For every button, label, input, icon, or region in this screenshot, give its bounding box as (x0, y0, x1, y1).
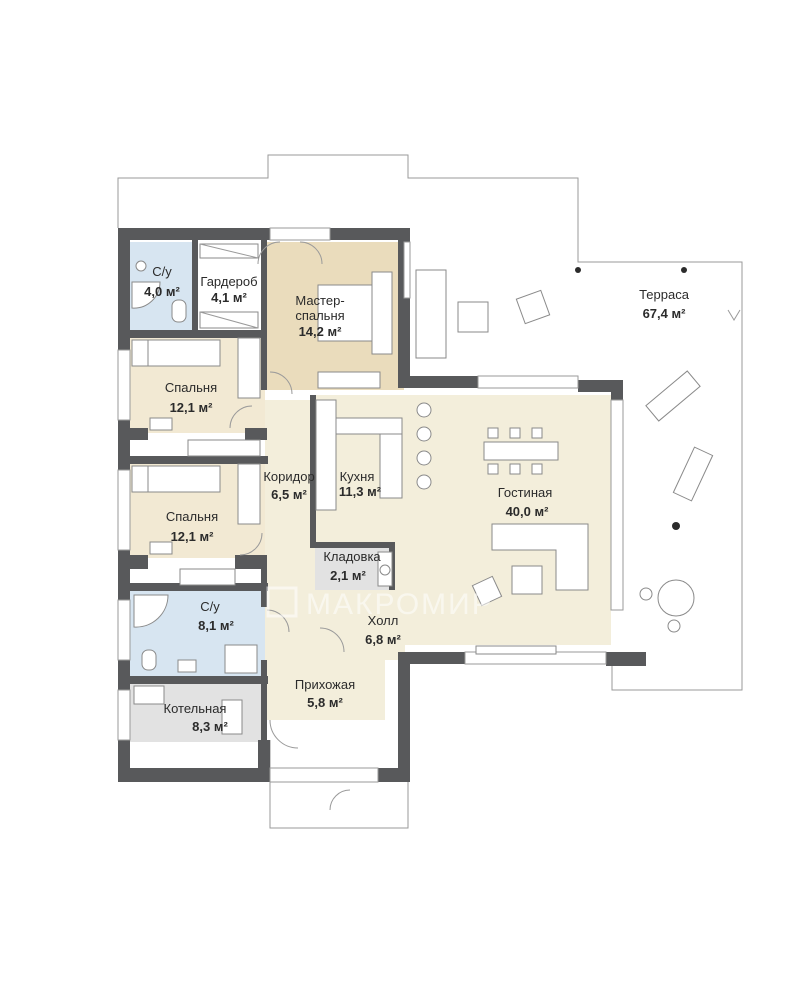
kitchen-area: 11,3 м² (339, 484, 382, 499)
wc1-area: 4,0 м² (144, 284, 180, 299)
entrance-area: 5,8 м² (307, 695, 343, 710)
wc2-label: С/у (200, 599, 220, 614)
bedroom1-area: 12,1 м² (170, 400, 214, 415)
watermark: МАКРОМИР (266, 586, 494, 621)
kitchen-label: Кухня (340, 469, 375, 484)
corridor-area: 6,5 м² (271, 487, 307, 502)
door-swings (229, 241, 741, 811)
boiler-label: Котельная (164, 701, 227, 716)
bedroom2-label: Спальня (166, 509, 218, 524)
windows (117, 227, 624, 783)
pantry-area: 2,1 м² (330, 568, 366, 583)
wardrobe-area: 4,1 м² (211, 290, 247, 305)
hall-label: Холл (368, 613, 399, 628)
terrace-outline (117, 154, 743, 829)
terrace-label: Терраса (639, 287, 690, 302)
hall-area: 6,8 м² (365, 632, 401, 647)
wc1-label: С/у (152, 264, 172, 279)
master-label-line1: Мастер- (295, 293, 344, 308)
bedroom1-label: Спальня (165, 380, 217, 395)
living-label: Гостиная (498, 485, 553, 500)
room-labels: С/у 4,0 м² Гардероб 4,1 м² Мастер- спаль… (144, 264, 690, 734)
wardrobe-label: Гардероб (200, 274, 257, 289)
watermark-logo (266, 586, 298, 618)
furniture (131, 243, 714, 735)
boiler-area: 8,3 м² (192, 719, 228, 734)
watermark-text: МАКРОМИР (306, 588, 494, 621)
bedroom2-area: 12,1 м² (171, 529, 215, 544)
corridor-label: Коридор (263, 469, 314, 484)
master-area: 14,2 м² (299, 324, 343, 339)
living-area: 40,0 м² (506, 504, 550, 519)
terrace-area: 67,4 м² (643, 306, 687, 321)
hall-floor (265, 600, 405, 660)
entrance-label: Прихожая (295, 677, 355, 692)
entrance-floor (265, 660, 385, 720)
corridor-floor (265, 400, 315, 630)
master-label-line2: спальня (295, 308, 344, 323)
wc2-area: 8,1 м² (198, 618, 234, 633)
pantry-label: Кладовка (323, 549, 381, 564)
